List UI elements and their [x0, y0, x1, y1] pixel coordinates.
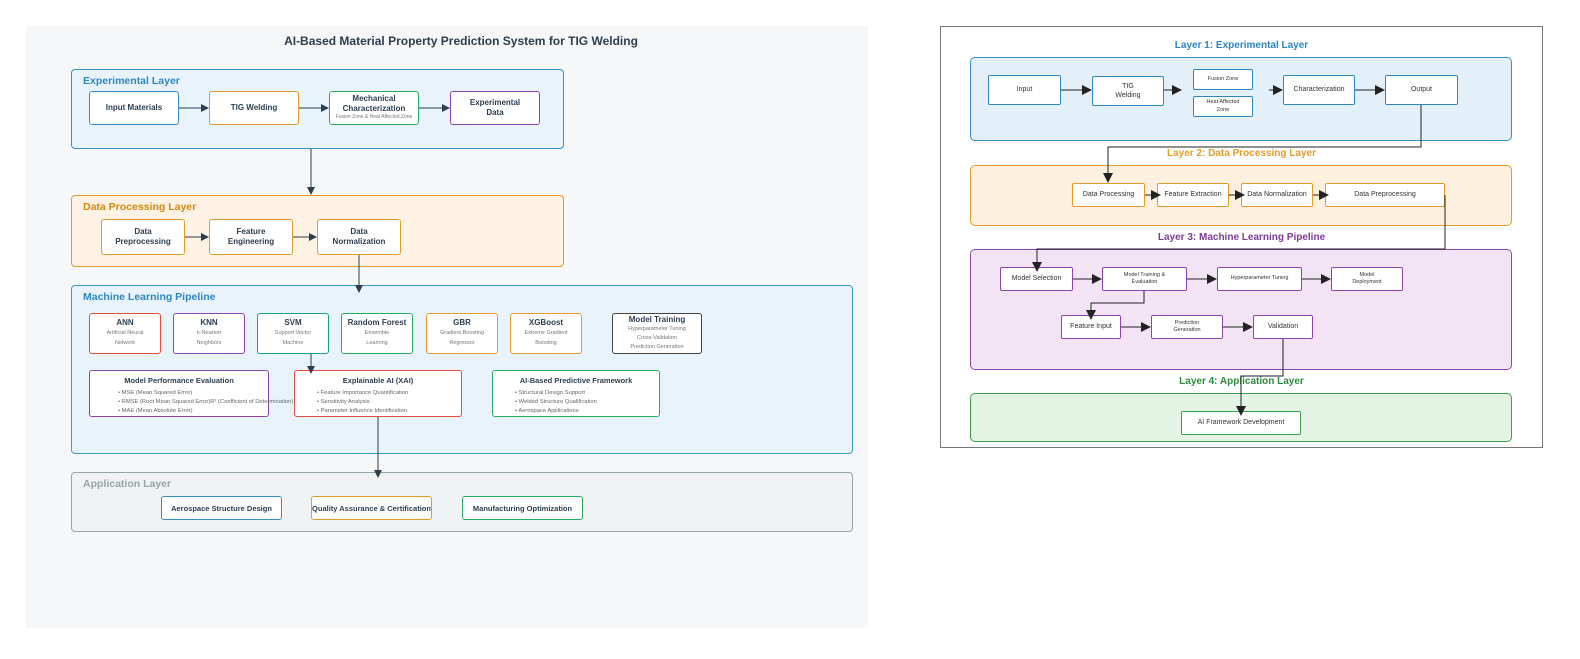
heat-affected-zone-node: Heat Affected Zone — [1193, 96, 1253, 117]
framework-item: Structural Design Support — [515, 389, 659, 398]
quality-assurance-box: Quality Assurance & Certification — [311, 496, 432, 520]
ai-framework-development-node: AI Framework Development — [1181, 411, 1301, 435]
tig-welding-box: TIG Welding — [209, 91, 299, 125]
data-normalization-box: Data Normalization — [317, 219, 401, 255]
tig-welding-node: TIG Welding — [1092, 76, 1164, 106]
experimental-layer-title: Experimental Layer — [83, 75, 180, 87]
diagram-title: AI-Based Material Property Prediction Sy… — [284, 34, 638, 48]
metric-mse: MSE (Mean Squared Error) — [118, 389, 268, 398]
validation-node: Validation — [1253, 315, 1313, 339]
explainable-ai-card: Explainable AI (XAI) Feature Importance … — [294, 370, 462, 417]
data-preprocessing-node: Data Preprocessing — [1325, 183, 1445, 207]
aerospace-structure-design-box: Aerospace Structure Design — [161, 496, 282, 520]
model-selection-node: Model Selection — [1000, 267, 1073, 291]
feature-engineering-box: Feature Engineering — [209, 219, 293, 255]
framework-item: Aerospace Applications — [515, 407, 659, 416]
metric-mae: MAE (Mean Absolute Error) — [118, 407, 268, 416]
xai-item: Feature Importance Quantification — [317, 389, 461, 398]
ml-pipeline-layer-title: Machine Learning Pipeline — [83, 291, 216, 303]
model-training-box: Model Training Hyperparameter Tuning Cro… — [612, 313, 702, 354]
xai-title: Explainable AI (XAI) — [342, 376, 414, 385]
predictive-framework-card: AI-Based Predictive Framework Structural… — [492, 370, 660, 417]
feature-input-node: Feature Input — [1061, 315, 1121, 339]
layer4-title: Layer 4: Application Layer — [1179, 376, 1304, 387]
data-normalization-node: Data Normalization — [1241, 183, 1313, 207]
prediction-generation-node: Prediction Generation — [1151, 315, 1223, 339]
framework-item: Welded Structure Qualification — [515, 398, 659, 407]
fusion-zone-node: Fusion Zone — [1193, 69, 1253, 90]
layer3-title: Layer 3: Machine Learning Pipeline — [1157, 232, 1326, 243]
characterization-node: Characterization — [1283, 75, 1355, 105]
application-layer-title: Application Layer — [83, 478, 172, 490]
input-node: Input — [988, 75, 1061, 105]
metric-rmse-r2: RMSE (Root Mean Squared Error)R² (Coeffi… — [118, 398, 294, 407]
layer1-title: Layer 1: Experimental Layer — [1174, 40, 1309, 51]
hyperparameter-tuning-node: Hyperparameter Tuning — [1217, 267, 1302, 291]
model-training-node: Model Training & Evaluation — [1102, 267, 1187, 291]
output-node: Output — [1385, 75, 1458, 105]
feature-extraction-node: Feature Extraction — [1157, 183, 1229, 207]
layer2-title: Layer 2: Data Processing Layer — [1167, 148, 1316, 159]
framework-title: AI-Based Predictive Framework — [519, 376, 633, 385]
data-processing-node: Data Processing — [1072, 183, 1145, 207]
xai-item: Sensitivity Analysis — [317, 398, 461, 407]
data-preprocessing-box: Data Preprocessing — [101, 219, 185, 255]
data-processing-layer-title: Data Processing Layer — [83, 201, 197, 213]
model-deployment-node: Model Deployment — [1331, 267, 1403, 291]
xai-item: Parameter Influence Identification — [317, 407, 461, 416]
manufacturing-optimization-box: Manufacturing Optimization — [462, 496, 583, 520]
input-materials-box: Input Materials — [89, 91, 179, 125]
evaluation-title: Model Performance Evaluation — [124, 376, 234, 385]
model-performance-evaluation-card: Model Performance Evaluation MSE (Mean S… — [89, 370, 294, 417]
experimental-data-box: Experimental Data — [450, 91, 540, 125]
